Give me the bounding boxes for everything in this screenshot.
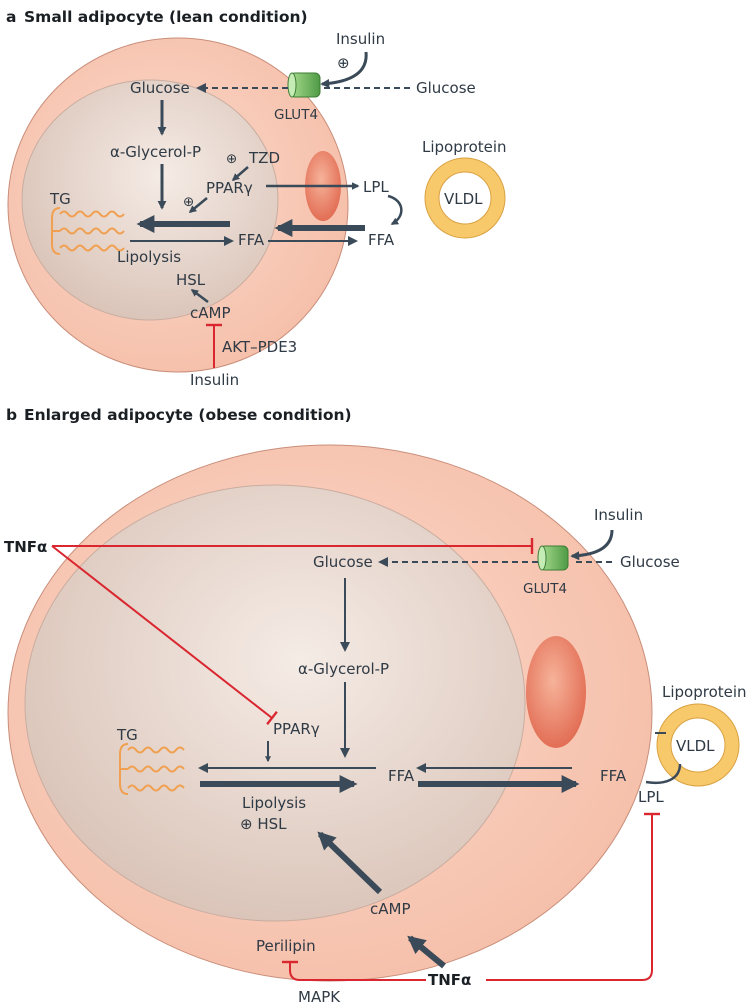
- ppar-to-tg-arrow: [188, 197, 208, 213]
- glucose-in-a: Glucose: [130, 79, 190, 97]
- glut4-label-a: GLUT4: [274, 107, 318, 123]
- panel-b: b Enlarged adipocyte (obese condition) G…: [4, 406, 747, 1006]
- triglyceride-icon-a: [51, 207, 125, 255]
- insulin-to-glut4-arrow-b: [570, 529, 614, 561]
- tg-label-a: TG: [49, 190, 71, 208]
- camp-label-a: cAMP: [190, 304, 231, 322]
- panel-a-title: Small adipocyte (lean condition): [24, 8, 308, 26]
- glycerol-label-a: α-Glycerol-P: [110, 143, 201, 161]
- vldl-label-a: VLDL: [444, 190, 483, 208]
- insulin-bottom-a: Insulin: [190, 371, 239, 389]
- perilipin-label: Perilipin: [256, 937, 316, 955]
- tg-label-b: TG: [116, 726, 138, 744]
- hsl-label-a: HSL: [176, 271, 206, 289]
- akt-pde3-label: AKT–PDE3: [222, 338, 297, 356]
- tnf-inhibit-ppar: [51, 545, 278, 726]
- lipid-droplet-a: [21, 79, 279, 321]
- panel-b-title: Enlarged adipocyte (obese condition): [24, 406, 352, 424]
- glut4-label-b: GLUT4: [523, 581, 567, 597]
- insulin-label-b: Insulin: [594, 506, 643, 524]
- ffa-in-b: FFA: [388, 767, 415, 785]
- panel-a-letter: a: [6, 8, 16, 26]
- plus-sign-a2: ⊕: [226, 151, 237, 167]
- vldl-ring-icon-b: [656, 703, 740, 787]
- tnf-to-camp-arrow: [407, 935, 446, 969]
- glucose-out-b: Glucose: [620, 553, 680, 571]
- glut4-channel-icon: [287, 72, 321, 98]
- tnf-inhibit-perilipin: [282, 960, 426, 981]
- glucose-out-a: Glucose: [416, 79, 476, 97]
- tzd-label: TZD: [248, 149, 280, 167]
- glut4-channel-icon-b: [537, 545, 569, 571]
- lipid-droplet-b: [24, 484, 526, 922]
- plus-sign-a3: ⊕: [183, 194, 194, 210]
- glycerol-label-b: α-Glycerol-P: [298, 660, 389, 678]
- ppar-label-b: PPARγ: [273, 720, 320, 738]
- plus-sign-a1: ⊕: [337, 54, 350, 72]
- ffa-in-a: FFA: [238, 231, 265, 249]
- insulin-label-a: Insulin: [336, 30, 385, 48]
- hsl-label-b: ⊕ HSL: [240, 815, 287, 833]
- ppar-label-a: PPARγ: [206, 179, 253, 197]
- camp-label-b: cAMP: [370, 900, 411, 918]
- lipoprotein-label-a: Lipoprotein: [422, 138, 507, 156]
- camp-to-hsl-arrow-b: [317, 831, 383, 895]
- panel-b-letter: b: [6, 406, 17, 424]
- ffa-out-b: FFA: [600, 767, 627, 785]
- glucose-in-b: Glucose: [313, 553, 373, 571]
- panel-a: a Small adipocyte (lean condition) GLUT4…: [6, 8, 507, 389]
- camp-to-hsl-arrow-a: [190, 289, 209, 303]
- vldl-label-b: VLDL: [676, 737, 715, 755]
- nucleus-b: [526, 636, 586, 748]
- lipolysis-label-b: Lipolysis: [242, 794, 306, 812]
- vldl-ring-icon-a: [424, 157, 506, 239]
- ffa-out-a: FFA: [368, 231, 395, 249]
- lpl-label-b: LPL: [638, 788, 664, 806]
- tnf-inhibit-lpl: [486, 812, 660, 981]
- lpl-label-a: LPL: [363, 178, 389, 196]
- insulin-to-glut4-arrow: [320, 51, 368, 89]
- triglyceride-icon-b: [119, 743, 185, 795]
- vldl-to-lpl-curve: [645, 763, 682, 784]
- mapk-label: MAPK: [298, 988, 341, 1006]
- lpl-to-ffa-arrow: [387, 194, 403, 226]
- lipolysis-label-a: Lipolysis: [117, 248, 181, 266]
- tnf-alpha-bottom: TNFα: [428, 971, 471, 989]
- lipoprotein-label-b: Lipoprotein: [662, 683, 747, 701]
- tnf-alpha-left: TNFα: [4, 538, 47, 556]
- tzd-to-ppar-arrow: [231, 166, 249, 181]
